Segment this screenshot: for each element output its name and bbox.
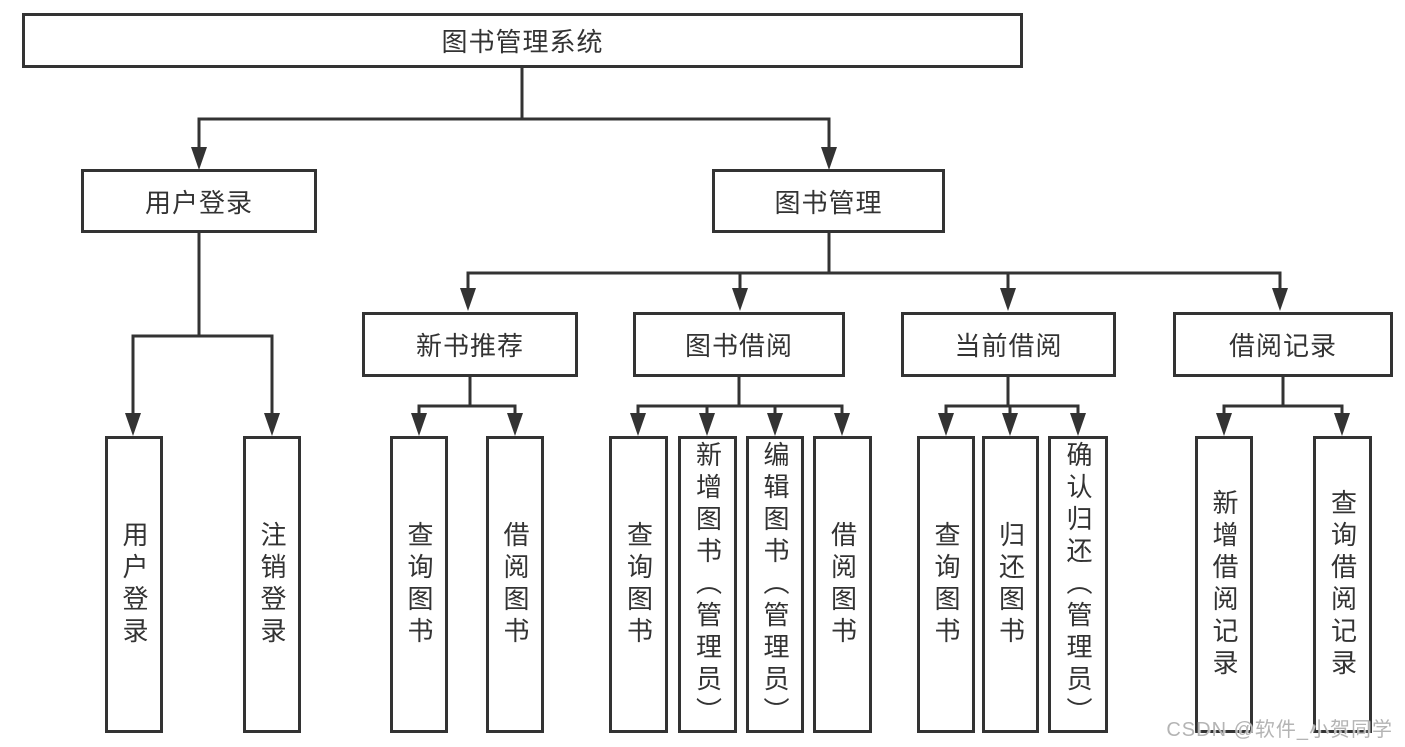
node-label: 图书管理系统 (441, 27, 604, 57)
leaf-borrow-books-recommend: 借阅图书 (486, 436, 544, 733)
node-new-book-recommendation: 新书推荐 (362, 312, 578, 377)
leaf-query-books-borrow: 查询图书 (609, 436, 668, 733)
node-library-management-system: 图书管理系统 (22, 13, 1023, 68)
node-label: 确认归还（管理员） (1063, 440, 1093, 729)
watermark: CSDN @软件_小贺同学 (1166, 719, 1393, 741)
node-label: 用户登录 (144, 187, 253, 218)
node-label: 新书推荐 (415, 331, 524, 361)
node-label: 图书借阅 (684, 331, 793, 361)
arrowheads (125, 147, 1350, 436)
node-label: 借阅图书 (500, 520, 530, 649)
leaf-query-borrow-record: 查询借阅记录 (1313, 436, 1372, 733)
leaf-borrow-books: 借阅图书 (813, 436, 872, 733)
node-label: 借阅记录 (1228, 331, 1337, 361)
leaf-return-books: 归还图书 (982, 436, 1039, 733)
node-current-borrowing: 当前借阅 (901, 312, 1116, 377)
node-book-borrowing: 图书借阅 (633, 312, 845, 377)
node-user-login: 用户登录 (81, 169, 317, 233)
leaf-logout: 注销登录 (243, 436, 301, 733)
leaf-edit-book-admin: 编辑图书（管理员） (746, 436, 804, 733)
node-label: 新增图书（管理员） (692, 440, 723, 729)
leaf-query-books-current: 查询图书 (917, 436, 975, 733)
node-borrowing-records: 借阅记录 (1173, 312, 1393, 377)
node-label: 新增借阅记录 (1209, 488, 1239, 681)
node-label: 查询图书 (623, 520, 654, 649)
node-label: 归还图书 (995, 520, 1026, 649)
node-label: 注销登录 (257, 520, 287, 649)
node-label: 查询借阅记录 (1327, 488, 1358, 681)
leaf-confirm-return-admin: 确认归还（管理员） (1048, 436, 1108, 733)
leaf-query-books-recommend: 查询图书 (390, 436, 448, 733)
leaf-user-login: 用户登录 (105, 436, 163, 733)
node-label: 编辑图书（管理员） (760, 440, 790, 729)
node-label: 图书管理 (774, 187, 883, 218)
node-label: 用户登录 (119, 520, 149, 649)
node-label: 当前借阅 (954, 331, 1063, 361)
leaf-add-borrow-record: 新增借阅记录 (1195, 436, 1253, 733)
node-label: 查询图书 (404, 520, 434, 649)
node-label: 借阅图书 (827, 520, 858, 649)
node-book-management: 图书管理 (712, 169, 945, 233)
node-label: 查询图书 (931, 520, 961, 649)
leaf-add-book-admin: 新增图书（管理员） (678, 436, 737, 733)
